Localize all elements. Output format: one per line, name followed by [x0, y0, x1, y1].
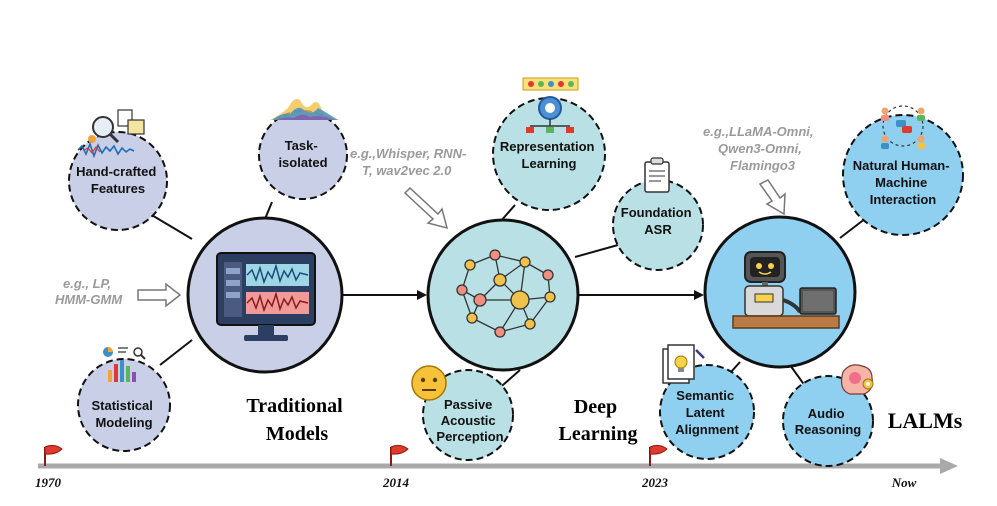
label-statistical-modeling: Statistical Modeling: [91, 398, 156, 430]
hierarchy-gear-icon: [522, 77, 579, 133]
node-passive-acoustic-perception: [422, 369, 514, 461]
hub-deep-learning: [426, 218, 580, 372]
hollow-arrow-icon-traditional: [137, 282, 182, 308]
flag-icon-2023: [649, 444, 668, 466]
document-icon: [644, 157, 670, 193]
monitor-icon: [216, 252, 316, 341]
label-foundation-asr: Foundation ASR: [621, 205, 695, 237]
bar-chart-icon: [103, 347, 146, 382]
label-audio-reasoning: Audio Reasoning: [795, 406, 862, 437]
year-2014: 2014: [382, 475, 410, 490]
node-audio-reasoning: [782, 375, 874, 467]
people-chat-icon: [881, 105, 925, 149]
era-traditional-models: Traditional Models: [246, 395, 347, 445]
label-natural-human-machine-interaction: Natural Human- Machine Interaction: [853, 158, 953, 207]
hollow-arrow-icon-lalms: [758, 179, 786, 216]
label-task-isolated: Task- isolated: [278, 138, 327, 170]
era-lalms: LALMs: [888, 408, 963, 433]
examples-lalms: e.g.,LLaMA-Omni, Qwen3-Omni, Flamingo3: [703, 124, 817, 173]
flag-icon-2014: [390, 444, 409, 466]
node-representation-learning: [492, 97, 606, 211]
examples-deep-learning: e.g.,Whisper, RNN- T, wav2vec 2.0: [350, 146, 470, 178]
neutral-face-icon: [411, 365, 447, 401]
node-semantic-latent-alignment: [659, 364, 755, 460]
node-natural-human-machine-interaction: [842, 114, 964, 236]
year-2023: 2023: [641, 475, 669, 490]
brain-gear-icon: [840, 364, 874, 395]
flag-icon-1970: [44, 444, 63, 466]
hollow-arrow-icon-deep: [403, 186, 449, 230]
examples-traditional: e.g., LP, HMM-GMM: [55, 276, 123, 307]
label-semantic-latent-alignment: Semantic Latent Alignment: [675, 388, 739, 437]
node-statistical-modeling: [77, 358, 171, 452]
label-passive-acoustic-perception: Passive Acoustic Perception: [436, 397, 503, 444]
year-1970: 1970: [35, 475, 62, 490]
label-hand-crafted-features: Hand-crafted Features: [76, 164, 160, 196]
robot-laptop-icon: [732, 251, 840, 329]
node-task-isolated: [258, 110, 348, 200]
waveform-chart-icon: [270, 99, 340, 120]
feature-search-icon: [77, 109, 145, 159]
timeline-axis: [38, 458, 958, 474]
lightbulb-notes-icon: [662, 344, 705, 384]
label-representation-learning: Representation Learning: [500, 139, 598, 171]
neural-network-icon: [456, 249, 556, 338]
year-now: Now: [891, 475, 917, 490]
era-deep-learning: Deep Learning: [559, 396, 638, 445]
